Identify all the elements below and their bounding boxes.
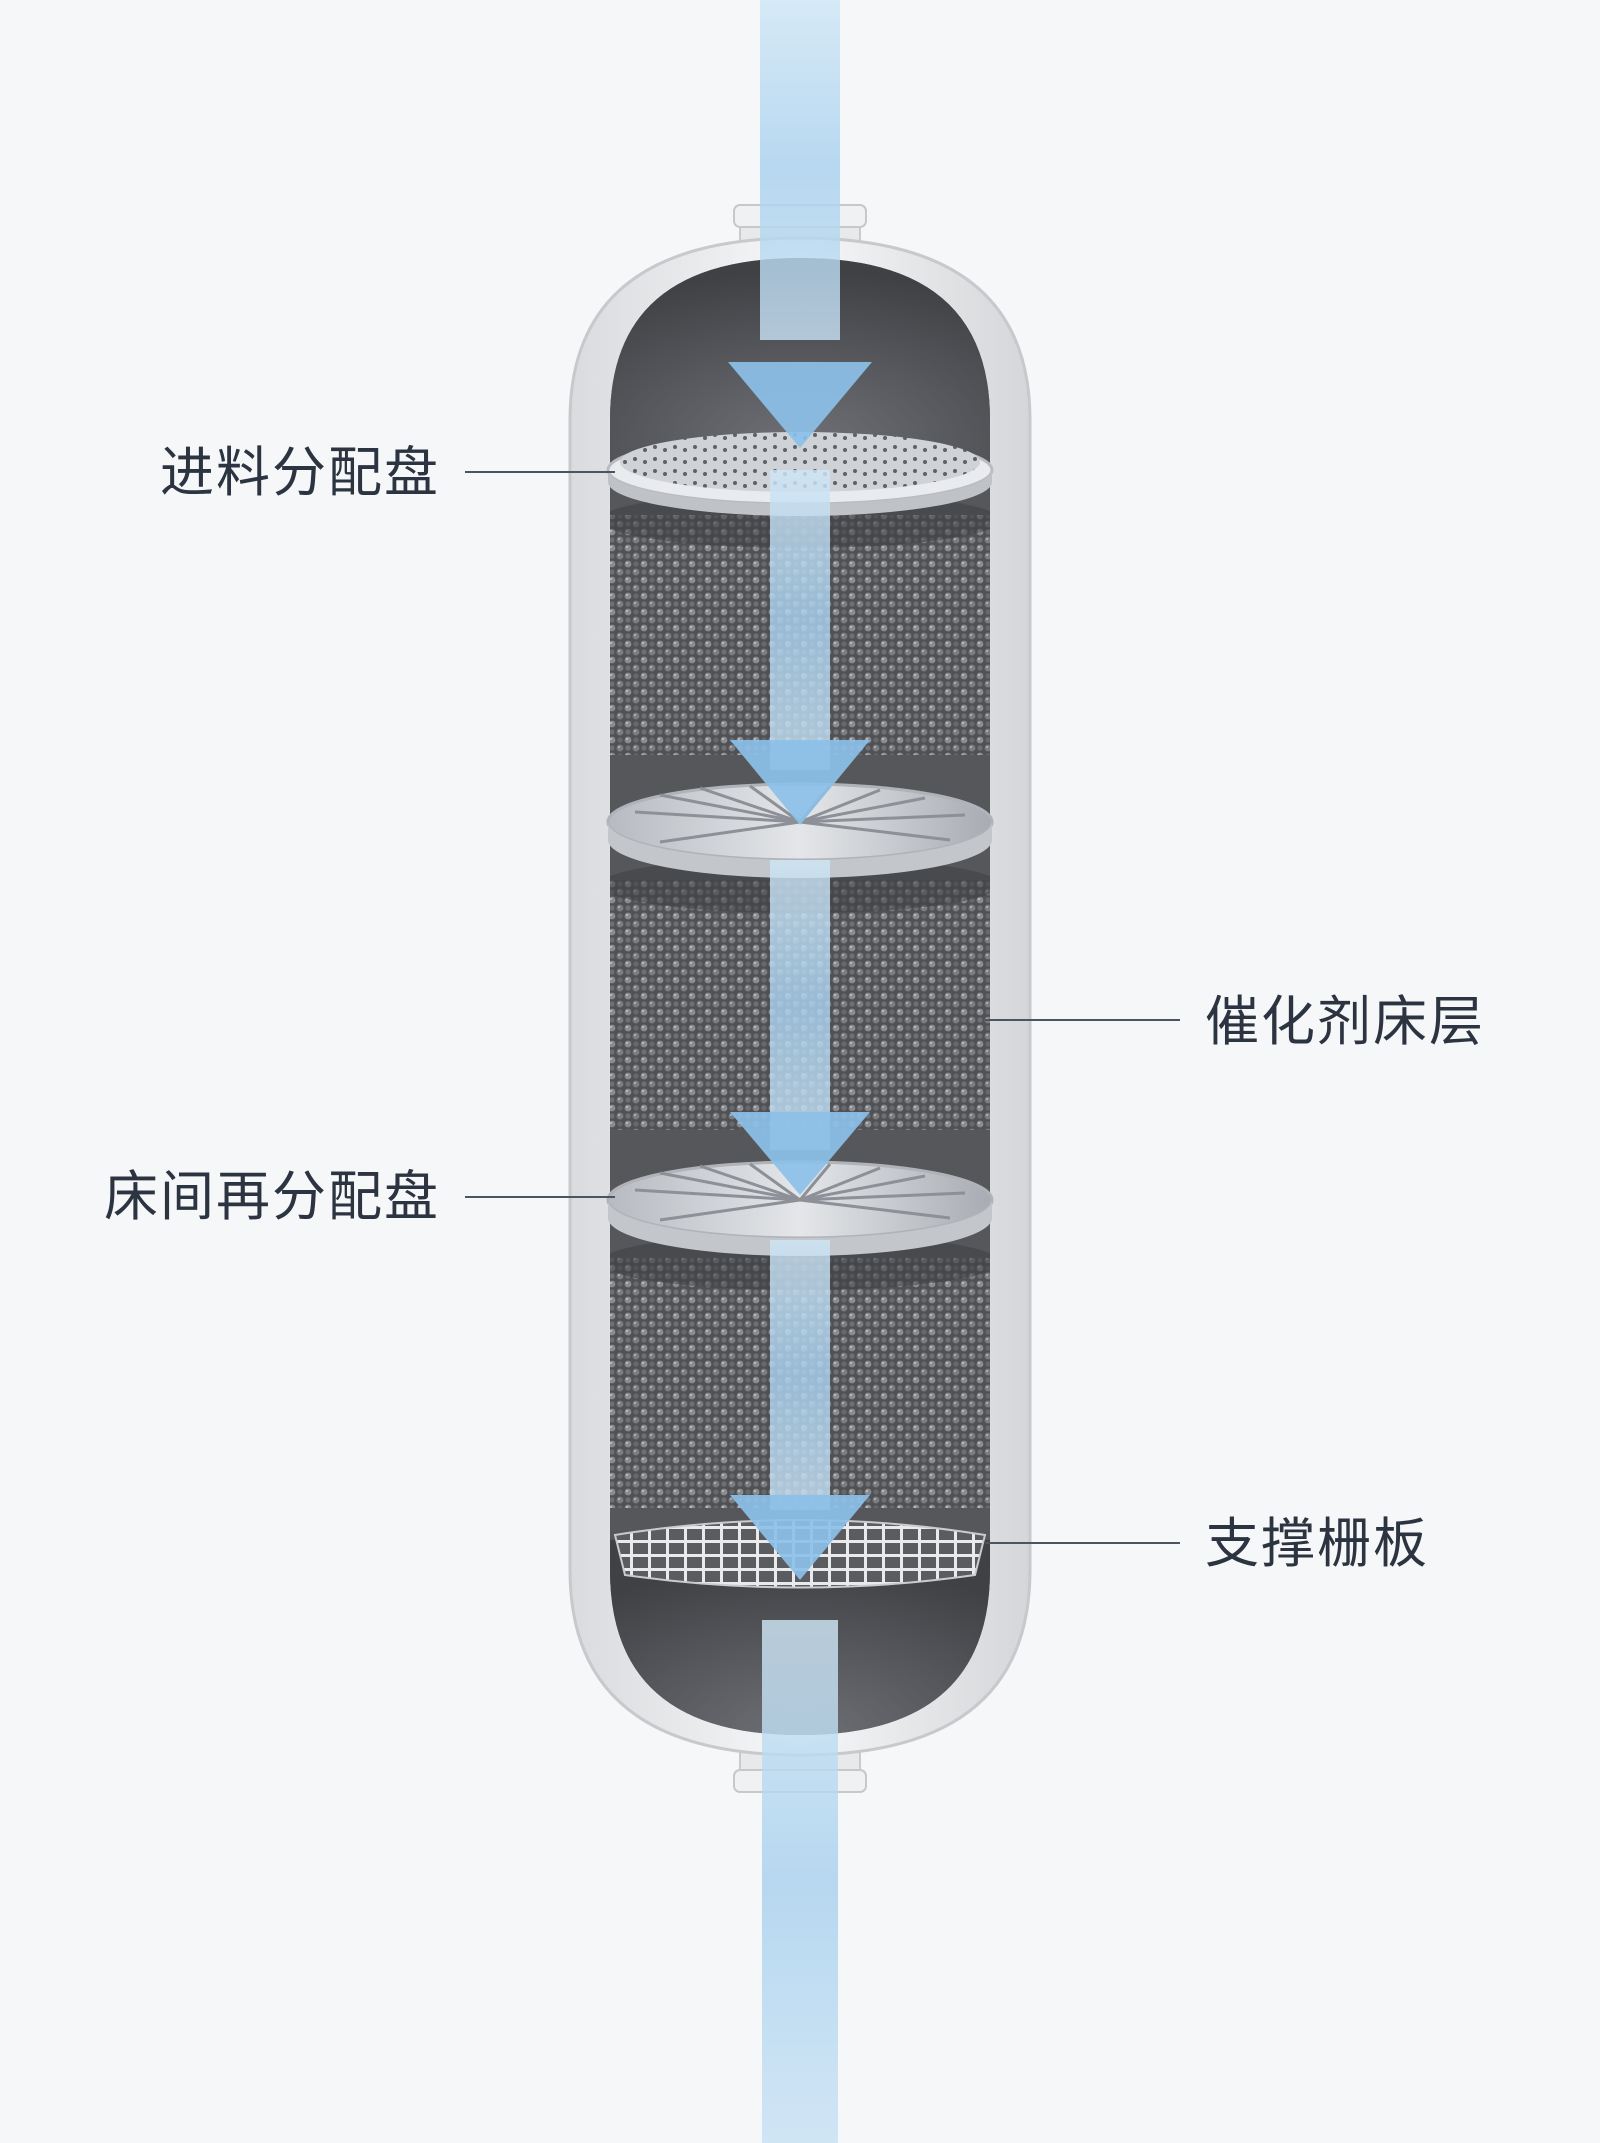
label-catalyst-bed: 催化剂床层 — [1205, 990, 1485, 1053]
down-arrow-icon — [730, 740, 870, 825]
down-arrow-icon — [730, 1495, 870, 1580]
swirl-vane-icon — [634, 784, 966, 844]
feed-distributor-plate — [606, 432, 994, 516]
down-arrow-icon — [730, 1112, 870, 1195]
label-support-grid: 支撑栅板 — [1205, 1512, 1429, 1575]
label-bed-redistributor: 床间再分配盘 — [104, 1165, 440, 1228]
redistributor-plate-2 — [606, 1160, 994, 1256]
down-arrow-icon — [728, 362, 872, 448]
flow-stream — [760, 0, 840, 2143]
swirl-vane-icon — [634, 1162, 966, 1222]
label-feed-distributor: 进料分配盘 — [160, 441, 440, 504]
